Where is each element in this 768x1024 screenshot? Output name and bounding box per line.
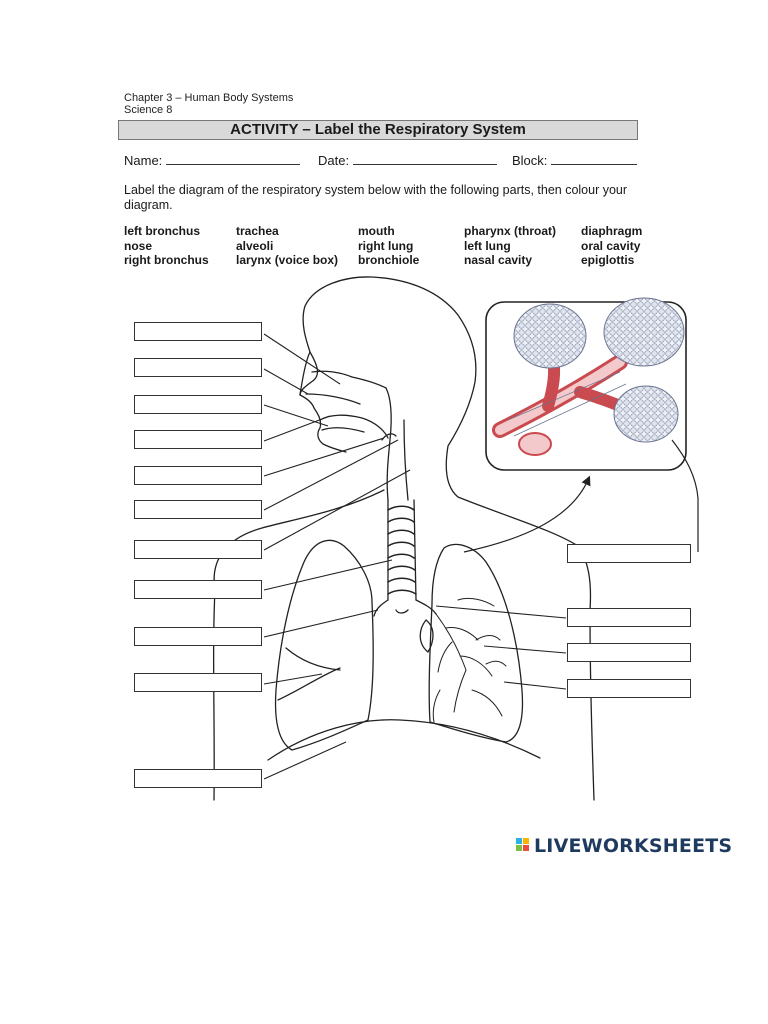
liveworksheets-brand: LIVEWORKSHEETS xyxy=(534,835,733,857)
label-answer-box[interactable] xyxy=(567,643,691,662)
word-bank-item: larynx (voice box) xyxy=(236,253,339,267)
word-bank-column-3: mouth right lung bronchiole xyxy=(358,224,419,268)
liveworksheets-logo-icon xyxy=(516,838,530,852)
leader-lines-right xyxy=(435,605,567,690)
oral-cavity xyxy=(319,414,389,439)
bronchi xyxy=(373,599,437,617)
label-answer-box[interactable] xyxy=(134,580,262,599)
trachea-right-wall xyxy=(413,499,417,601)
name-label: Name: xyxy=(124,153,163,168)
left-lung xyxy=(428,543,524,743)
alveolar-cluster xyxy=(513,303,587,369)
word-bank-item: mouth xyxy=(358,224,395,238)
word-bank-item: left bronchus xyxy=(124,224,201,238)
name-field[interactable]: Name: xyxy=(124,152,301,168)
label-answer-box[interactable] xyxy=(134,322,262,341)
word-bank-column-5: diaphragm oral cavity epiglottis xyxy=(581,224,642,268)
label-answer-box[interactable] xyxy=(134,540,262,559)
block-field[interactable]: Block: xyxy=(512,152,638,168)
label-answer-box[interactable] xyxy=(134,466,262,485)
word-bank-item: trachea xyxy=(236,224,279,238)
nasal-cavity xyxy=(305,370,387,405)
torso-right-outline xyxy=(577,545,595,801)
left-lung-inner xyxy=(419,619,434,653)
word-bank-item: epiglottis xyxy=(581,253,635,267)
torso-outline xyxy=(212,489,385,801)
label-answer-box[interactable] xyxy=(134,430,262,449)
label-answer-box[interactable] xyxy=(134,769,262,788)
word-bank-item: pharynx (throat) xyxy=(464,224,557,238)
word-bank-column-2: trachea alveoli larynx (voice box) xyxy=(236,224,338,268)
word-bank-item: nasal cavity xyxy=(464,253,533,267)
face-outline xyxy=(299,351,347,453)
label-answer-box[interactable] xyxy=(567,608,691,627)
word-bank-item: left lung xyxy=(464,238,511,253)
leader-lines-left xyxy=(263,333,411,780)
label-answer-box[interactable] xyxy=(134,627,262,646)
word-bank-item: alveoli xyxy=(236,238,274,253)
label-answer-box[interactable] xyxy=(134,395,262,414)
word-bank-item: oral cavity xyxy=(581,238,641,253)
word-bank-item: nose xyxy=(124,238,153,253)
label-answer-box[interactable] xyxy=(567,544,691,563)
word-bank-item: right bronchus xyxy=(124,253,209,267)
diaphragm xyxy=(267,719,541,761)
inset-arrow xyxy=(463,475,591,553)
block-label: Block: xyxy=(512,153,548,168)
activity-title: ACTIVITY – Label the Respiratory System xyxy=(118,120,638,140)
course-heading: Science 8 xyxy=(124,104,173,116)
epiglottis xyxy=(381,433,397,441)
label-answer-box[interactable] xyxy=(134,358,262,377)
alveoli-callout xyxy=(671,439,699,552)
word-bank-column-1: left bronchus nose right bronchus xyxy=(124,224,209,268)
chapter-heading: Chapter 3 – Human Body Systems xyxy=(124,92,294,104)
bronchioles xyxy=(432,597,507,723)
label-answer-box[interactable] xyxy=(134,673,262,692)
date-field[interactable]: Date: xyxy=(318,152,498,168)
label-answer-box[interactable] xyxy=(134,500,262,519)
alveoli-inset-illustration xyxy=(492,297,685,456)
head-outline xyxy=(299,276,579,547)
right-lung xyxy=(274,539,374,751)
date-line[interactable] xyxy=(353,152,498,165)
trachea-rings xyxy=(387,505,417,595)
right-lung-fissure xyxy=(277,647,341,701)
word-bank-column-4: pharynx (throat) left lung nasal cavity xyxy=(464,224,556,268)
alveolar-cluster xyxy=(603,297,685,367)
alveoli-inset-frame xyxy=(485,301,687,471)
instructions-text: Label the diagram of the respiratory sys… xyxy=(124,183,628,212)
alveolar-cluster xyxy=(613,385,679,443)
word-bank-item: diaphragm xyxy=(581,224,643,238)
name-line[interactable] xyxy=(166,152,301,165)
label-answer-box[interactable] xyxy=(567,679,691,698)
date-label: Date: xyxy=(318,153,350,168)
block-line[interactable] xyxy=(551,152,638,165)
word-bank-item: bronchiole xyxy=(358,253,420,267)
word-bank-item: right lung xyxy=(358,238,414,253)
